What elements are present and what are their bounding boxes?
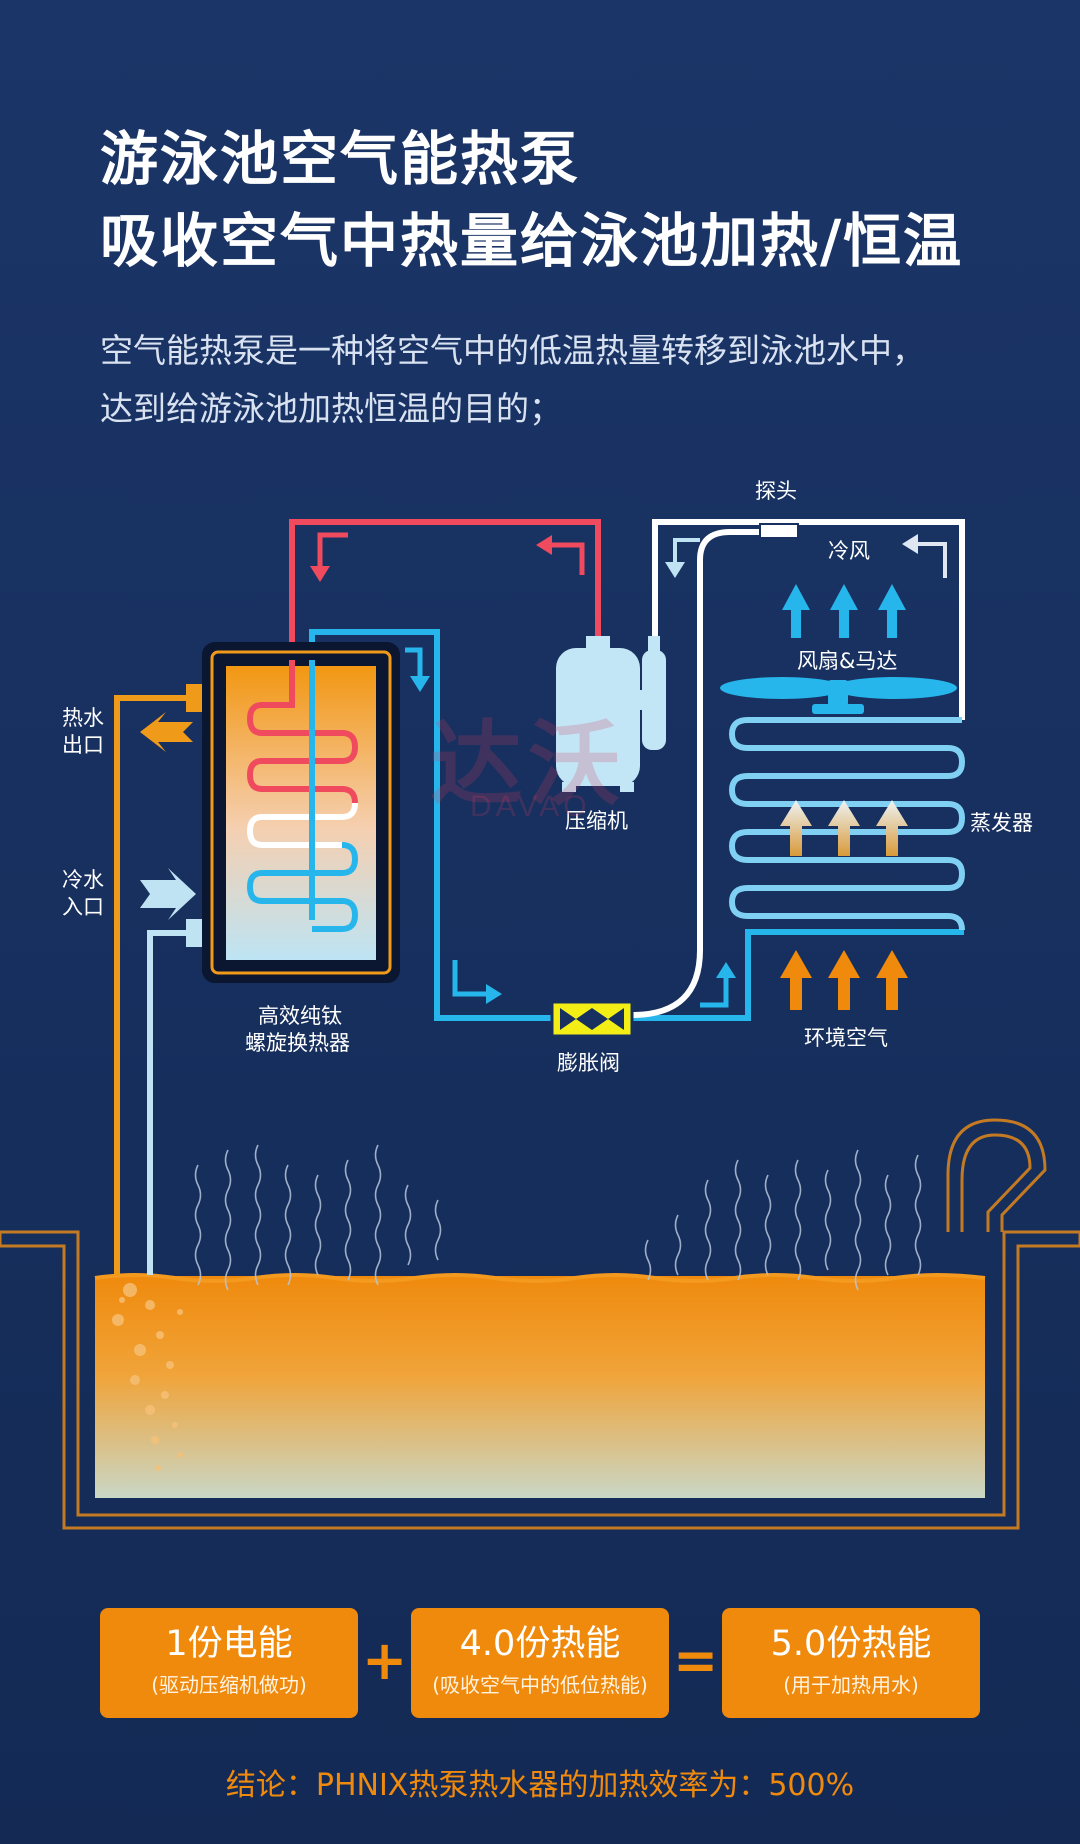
label-fan-motor: 风扇&马达 (797, 649, 897, 673)
white-arrow-down-icon (673, 538, 700, 565)
intro-line-1: 空气能热泵是一种将空气中的低温热量转移到泳池水中， (100, 331, 925, 370)
electric-energy-note: (驱动压缩机做功) (151, 1673, 307, 1697)
compressor (556, 636, 666, 792)
label-ambient-air: 环境空气 (804, 1026, 888, 1050)
page-subtitle: 吸收空气中热量给泳池加热/恒温 (100, 207, 964, 275)
red-arrow-left-head (310, 566, 330, 582)
red-arrow-left-icon (317, 532, 348, 570)
label-hot-out-line2: 出口 (62, 733, 104, 757)
absorbed-heat-value: 4.0份热能 (459, 1624, 621, 1664)
cold-in-arrow-icon (140, 868, 196, 920)
ambient-air-arrows (780, 950, 908, 1010)
hot-water-pipe (114, 695, 205, 1275)
red-arrow-top-icon (550, 542, 585, 575)
cold-wind-arrow-icon (915, 542, 947, 578)
label-probe: 探头 (755, 479, 797, 503)
fan-motor (720, 677, 957, 714)
probe-sensor (759, 523, 799, 539)
label-exchanger-line1: 高效纯钛 (258, 1004, 342, 1028)
evaporator-coil (728, 717, 966, 931)
cold-air-arrows (782, 584, 906, 638)
blue-arrow-right-head (486, 984, 502, 1004)
suction-pipe (631, 529, 765, 1018)
cool-coil (246, 842, 359, 932)
absorbed-heat-box: 4.0份热能 (吸收空气中的低位热能) (411, 1608, 669, 1718)
output-heat-note: (用于加热用水) (783, 1673, 919, 1697)
pool (0, 1118, 1080, 1530)
watermark-logo-en: DAVAO (470, 790, 591, 823)
pool-outline (0, 1230, 1080, 1530)
watermark-logo: 达沃 (430, 711, 627, 818)
electric-energy-box: 1份电能 (驱动压缩机做功) (100, 1608, 358, 1718)
hot-coil (246, 660, 359, 804)
label-cold-wind: 冷风 (828, 539, 870, 563)
hot-out-arrow-icon (140, 712, 193, 752)
intro-line-2: 达到给游泳池加热恒温的目的； (100, 389, 562, 428)
blue-arrow-down-head (410, 676, 430, 692)
label-hot-out-line1: 热水 (62, 706, 104, 730)
red-arrow-top-head (536, 535, 552, 555)
conclusion-text: 结论：PHNIX热泵热水器的加热效率为：500% (225, 1768, 855, 1803)
white-arrow-down-head (665, 562, 685, 578)
absorbed-heat-note: (吸收空气中的低位热能) (432, 1673, 648, 1697)
label-evaporator: 蒸发器 (970, 811, 1033, 835)
suction-return-pipe (652, 519, 965, 720)
heat-exchanger (202, 642, 400, 983)
bubbles (112, 1283, 183, 1471)
blue-arrow-up-icon (700, 975, 729, 1008)
label-cold-in-line2: 入口 (62, 895, 104, 919)
expansion-valve (550, 1000, 634, 1038)
electric-energy-value: 1份电能 (165, 1624, 293, 1664)
output-heat-box: 5.0份热能 (用于加热用水) (722, 1608, 980, 1718)
warm-coil (246, 802, 358, 848)
output-heat-value: 5.0份热能 (770, 1624, 932, 1664)
label-expansion-valve: 膨胀阀 (557, 1051, 620, 1075)
steam-wisps (194, 1144, 922, 1291)
pool-water (95, 1276, 985, 1498)
pool-ladder (946, 1118, 1047, 1232)
water-surface (94, 1273, 986, 1283)
cold-wind-arrow-head (902, 534, 918, 554)
intro-text: 空气能热泵是一种将空气中的低温热量转移到泳池水中， 达到给游泳池加热恒温的目的； (100, 322, 1000, 438)
heat-pump-diagram: 探头 冷风 风扇&马达 蒸发器 环境空气 压缩机 膨胀阀 高效纯钛 螺旋换热器 … (0, 479, 1080, 1530)
water-lines (114, 695, 205, 1275)
label-compressor: 压缩机 (565, 809, 628, 833)
plus-sign: + (362, 1629, 408, 1692)
equals-sign: = (673, 1629, 719, 1692)
warm-air-arrows-mid (780, 800, 908, 856)
label-exchanger-line2: 螺旋换热器 (245, 1031, 350, 1055)
evap-inlet-pipe (632, 929, 964, 1021)
blue-arrow-up-head (716, 962, 736, 978)
efficiency-formula: 1份电能 (驱动压缩机做功) + 4.0份热能 (吸收空气中的低位热能) = 5… (100, 1608, 980, 1720)
blue-arrow-right-icon (452, 960, 488, 997)
label-cold-in-line1: 冷水 (62, 868, 104, 892)
blue-arrow-down-icon (405, 647, 423, 678)
title-block: 游泳池空气能热泵 吸收空气中热量给泳池加热/恒温 (100, 118, 963, 282)
page-title: 游泳池空气能热泵 (100, 125, 581, 193)
